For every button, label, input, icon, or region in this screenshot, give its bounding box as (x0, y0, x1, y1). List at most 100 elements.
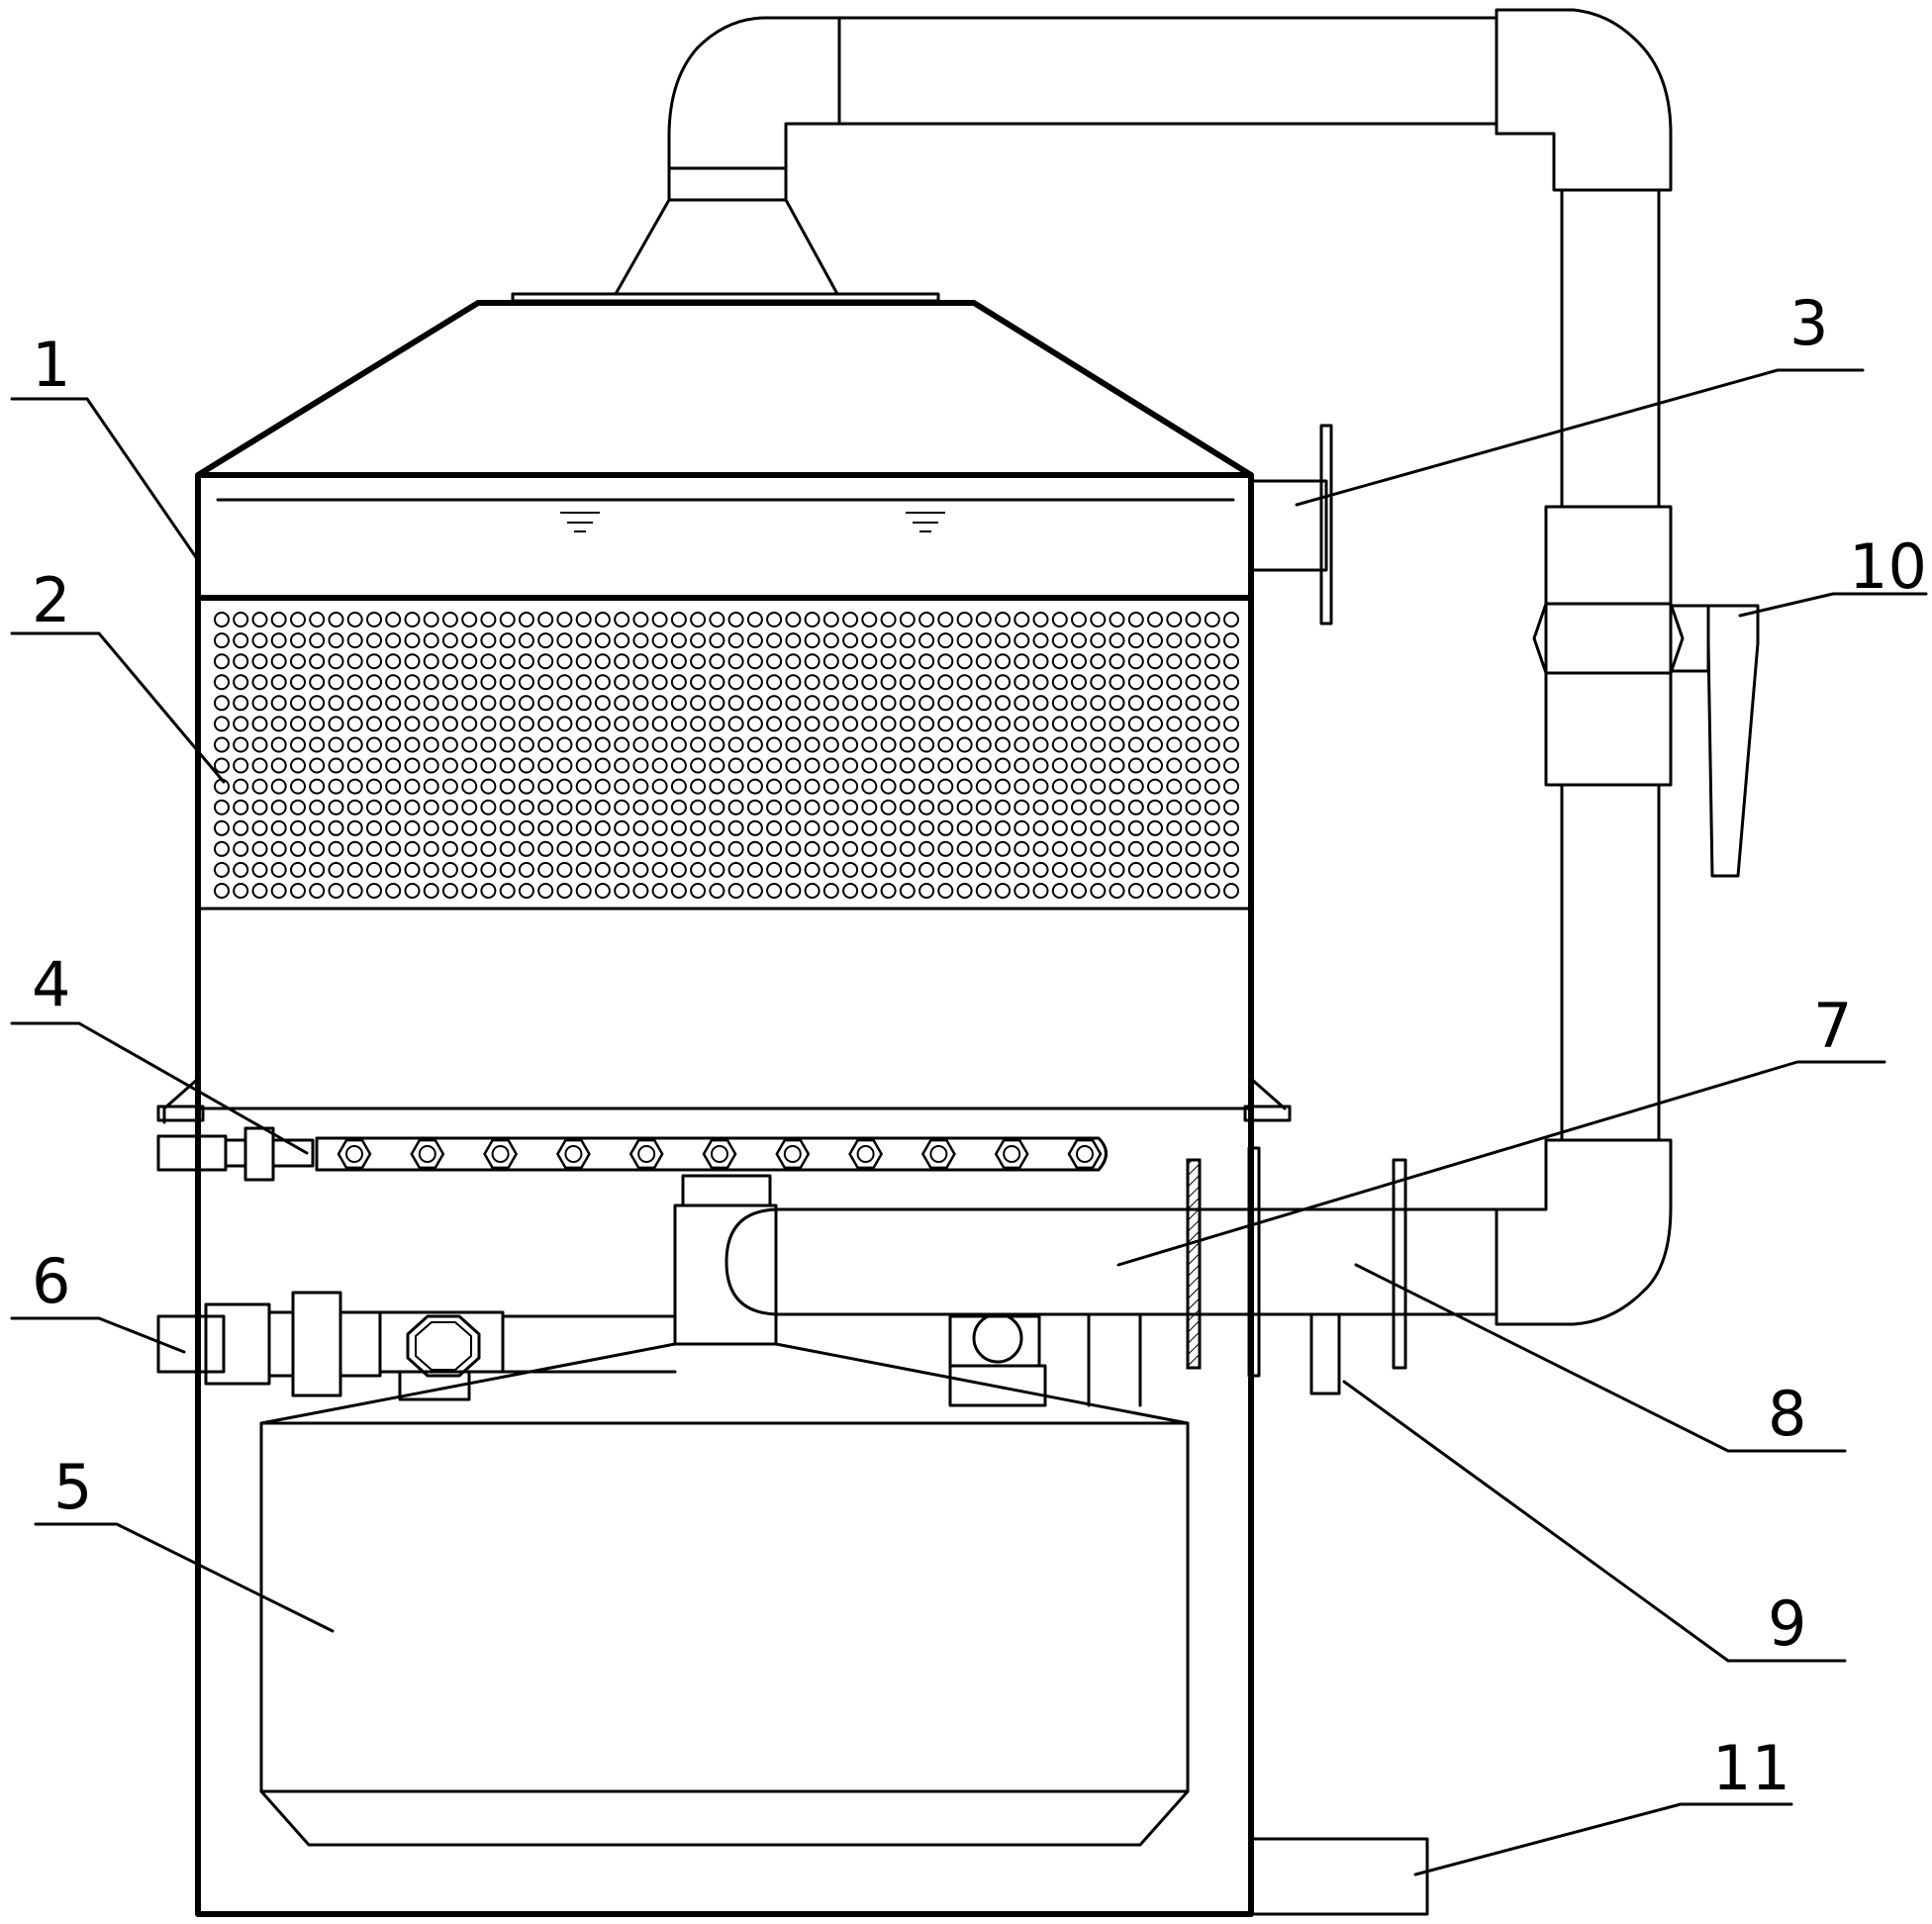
packing-hole (346, 695, 363, 712)
packing-hole (1185, 819, 1202, 836)
packing-hole (1014, 695, 1030, 712)
packing-hole (556, 674, 573, 691)
packing-hole (614, 757, 630, 774)
packing-hole (1109, 840, 1125, 857)
packing-hole (880, 674, 897, 691)
packing-hole (1014, 819, 1030, 836)
packing-hole (804, 653, 821, 670)
packing-hole (785, 653, 802, 670)
packing-hole (1166, 716, 1183, 732)
packing-hole (1071, 695, 1087, 712)
packing-hole (499, 716, 516, 732)
packing-hole (346, 736, 363, 753)
packing-hole (766, 861, 783, 878)
packing-hole (251, 757, 268, 774)
packing-hole (975, 716, 992, 732)
packing-hole (727, 757, 744, 774)
label-4: 4 (32, 948, 70, 1020)
packing-hole (880, 612, 897, 627)
packing-hole (937, 674, 954, 691)
packing-hole (670, 840, 687, 857)
spray-nozzle (555, 1138, 591, 1170)
packing-hole (975, 757, 992, 774)
packing-hole (1109, 653, 1125, 670)
packing-hole (727, 695, 744, 712)
packing-hole (670, 695, 687, 712)
packing-hole (1090, 799, 1107, 816)
packing-hole (480, 819, 497, 836)
packing-hole (709, 695, 725, 712)
packing-hole (251, 883, 268, 899)
packing-hole (842, 883, 859, 899)
packing-hole (727, 653, 744, 670)
packing-hole (727, 632, 744, 649)
packing-hole (804, 778, 821, 795)
packing-hole (423, 612, 439, 627)
packing-hole (727, 716, 744, 732)
packing-hole (1185, 778, 1202, 795)
packing-hole (309, 653, 326, 670)
packing-hole (1090, 840, 1107, 857)
packing-hole (499, 840, 516, 857)
packing-hole (1185, 757, 1202, 774)
packing-hole (537, 778, 554, 795)
packing-hole (766, 840, 783, 857)
packing-hole (1185, 653, 1202, 670)
packing-hole (461, 757, 478, 774)
packing-hole (404, 861, 421, 878)
packing-hole (1109, 632, 1125, 649)
leader-lines (10, 368, 1928, 1876)
packing-hole (480, 883, 497, 899)
packing-hole (632, 653, 649, 670)
packing-hole (441, 716, 458, 732)
packing-hole (518, 695, 534, 712)
packing-hole (937, 799, 954, 816)
packing-hole (880, 799, 897, 816)
packing-hole (614, 653, 630, 670)
packing-hole (346, 883, 363, 899)
packing-hole (346, 757, 363, 774)
packing-hole (899, 778, 916, 795)
packing-hole (861, 840, 878, 857)
packing-hole (385, 736, 402, 753)
packing-hole (1204, 716, 1220, 732)
packing-hole (499, 653, 516, 670)
packing-hole (1032, 819, 1049, 836)
packing-hole (937, 778, 954, 795)
packing-hole (575, 674, 592, 691)
packing-hole (251, 716, 268, 732)
valve-10 (1532, 505, 1760, 878)
packing-hole (537, 757, 554, 774)
packing-hole (518, 883, 534, 899)
packing-hole (1223, 819, 1239, 836)
packing-hole (575, 632, 592, 649)
packing-hole (709, 612, 725, 627)
spray-header-4 (156, 1077, 1292, 1182)
packing-hole (270, 861, 287, 878)
packing-hole (594, 861, 611, 878)
packing-hole (556, 778, 573, 795)
packing-hole (690, 674, 707, 691)
packing-hole (1204, 674, 1220, 691)
packing-hole (441, 840, 458, 857)
packing-hole (518, 632, 534, 649)
packing-hole (918, 674, 935, 691)
packing-hole (709, 632, 725, 649)
packing-hole (746, 632, 763, 649)
packing-hole (1032, 799, 1049, 816)
packing-hole (1185, 861, 1202, 878)
packing-hole (766, 632, 783, 649)
packing-hole (366, 695, 382, 712)
packing-hole (251, 840, 268, 857)
packing-hole (423, 736, 439, 753)
packing-hole (746, 736, 763, 753)
packing-hole (537, 819, 554, 836)
packing-hole (727, 736, 744, 753)
packing-hole (1127, 674, 1144, 691)
packing-hole (956, 778, 973, 795)
packing-hole (861, 819, 878, 836)
packing-hole (1204, 632, 1220, 649)
packing-hole (1166, 757, 1183, 774)
packing-hole (233, 778, 249, 795)
packing-hole (709, 757, 725, 774)
